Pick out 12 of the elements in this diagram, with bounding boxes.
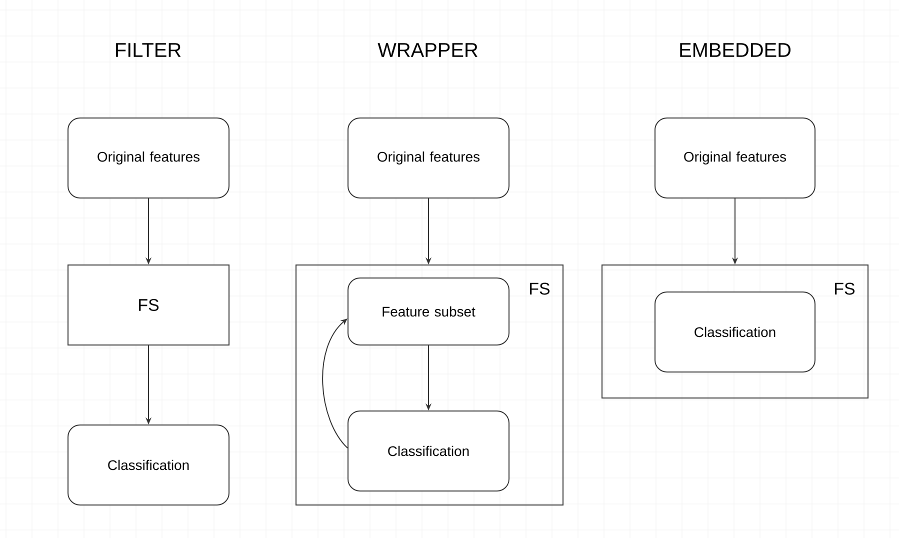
- column-heading: WRAPPER: [378, 43, 478, 57]
- column-heading: FILTER: [116, 43, 181, 57]
- step-box: FS: [68, 264, 230, 346]
- process-box: Classification: [654, 292, 816, 372]
- process-box: Original features: [654, 118, 816, 198]
- process-box: Original features: [348, 118, 510, 198]
- column-heading: EMBEDDED: [680, 43, 790, 57]
- process-box: Feature subset: [348, 278, 510, 346]
- process-box: Classification: [68, 424, 230, 506]
- process-box: Original features: [68, 118, 230, 198]
- arrow: [322, 318, 348, 448]
- process-box: Classification: [348, 410, 510, 492]
